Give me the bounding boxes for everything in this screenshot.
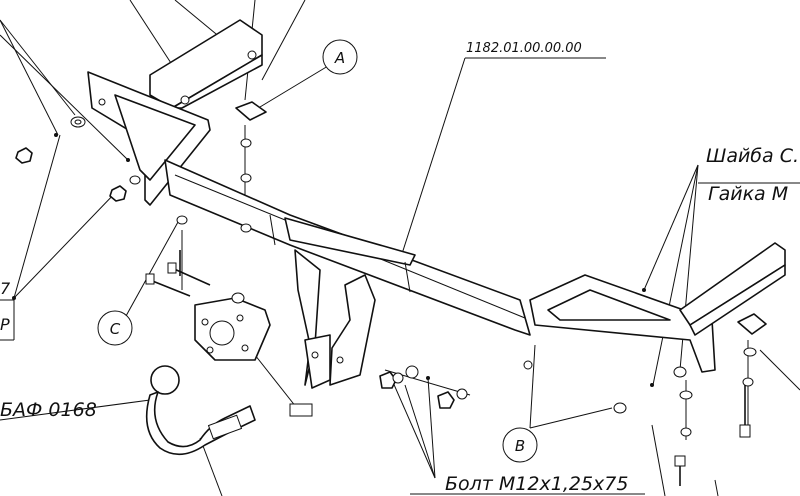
- callout-b-label: B: [515, 437, 525, 455]
- part-number-label: 1182.01.00.00.00: [466, 41, 582, 56]
- left-side-member: [87, 19, 263, 206]
- cross-beam: [164, 159, 531, 336]
- bolt-label: Болт М12х1,25х75: [445, 473, 628, 495]
- callout-c: C: [97, 310, 133, 346]
- bolts: [145, 250, 751, 486]
- right-side-member: [523, 242, 786, 373]
- edge-fragment-top: 7: [0, 279, 11, 298]
- leader-dots: [12, 133, 654, 387]
- center-bracket: [294, 249, 376, 389]
- callout-c-label: C: [110, 320, 121, 338]
- washers-and-nuts: [15, 101, 767, 437]
- nut-label: Гайка М: [708, 183, 788, 205]
- edge-fragment-bottom: Р: [0, 315, 10, 334]
- callout-a-label: A: [334, 49, 345, 67]
- callout-b: B: [502, 427, 538, 463]
- tow-ball-label: БАФ 0168: [0, 399, 97, 421]
- ball-mount-plate: [194, 297, 271, 361]
- washer-label: Шайба С.: [706, 145, 799, 167]
- tow-ball: [145, 365, 256, 456]
- callout-a: A: [322, 39, 358, 75]
